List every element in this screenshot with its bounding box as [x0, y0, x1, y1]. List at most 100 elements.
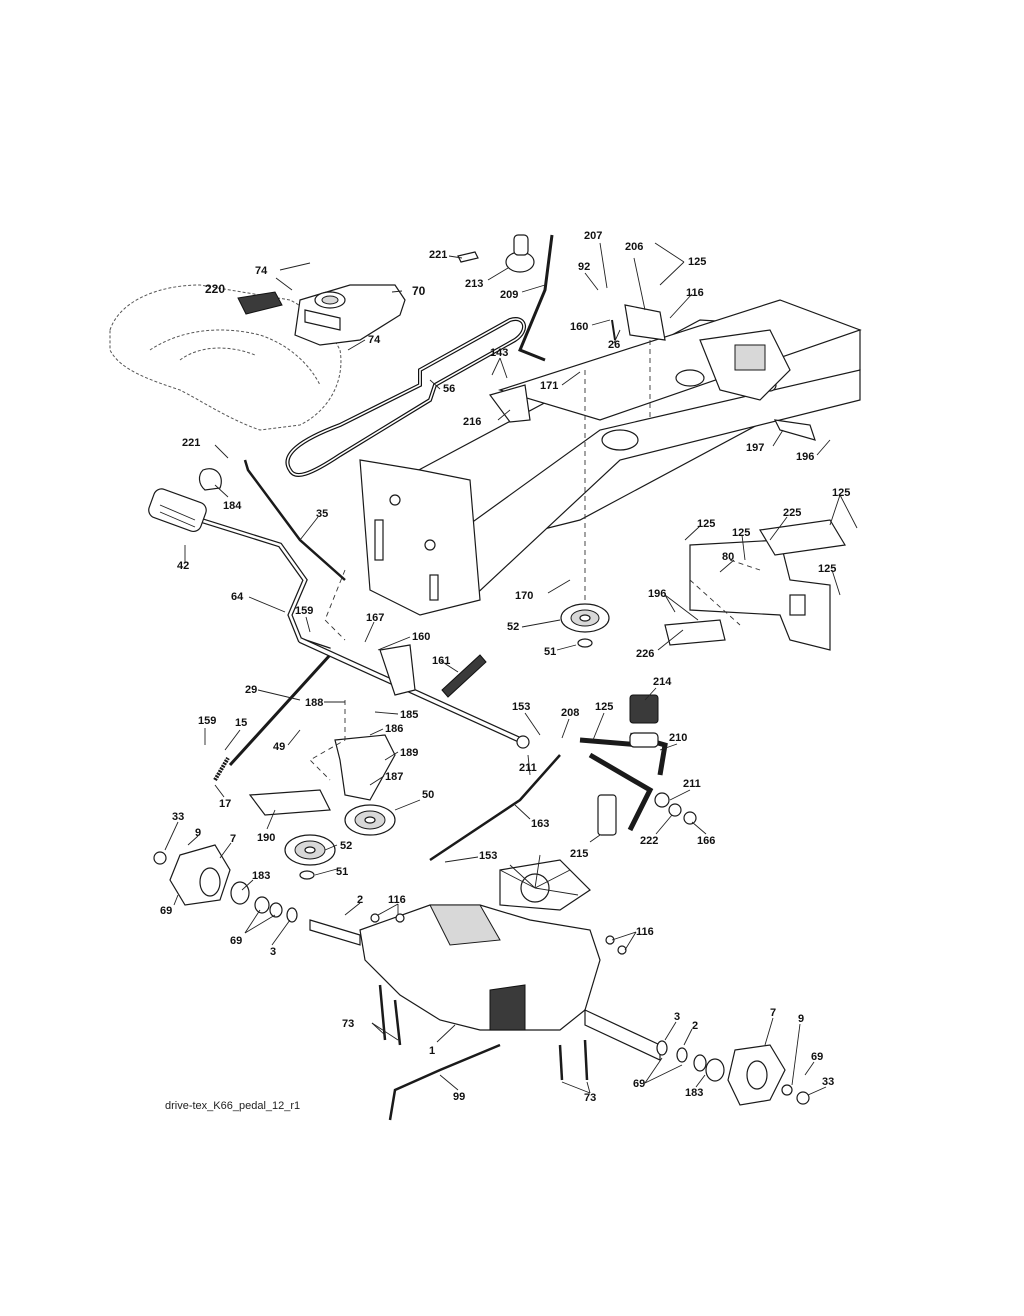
callout-216: 216	[463, 416, 481, 428]
callout-69-d: 69	[633, 1078, 645, 1090]
callout-211-b: 211	[683, 778, 701, 790]
callout-50: 50	[422, 789, 434, 801]
callout-17: 17	[219, 798, 231, 810]
pedal-pad-215	[597, 794, 617, 836]
callout-183-b: 183	[685, 1087, 703, 1099]
callout-166: 166	[697, 835, 715, 847]
drive-belt	[285, 317, 526, 477]
bracket-188	[379, 644, 416, 696]
washer-211	[654, 792, 670, 808]
pedal-pad-214	[629, 694, 659, 724]
callout-125-c: 125	[697, 518, 715, 530]
callout-214: 214	[653, 676, 672, 688]
callout-226: 226	[636, 648, 654, 660]
shift-console	[294, 284, 406, 346]
callout-189: 189	[400, 747, 418, 759]
callout-209: 209	[500, 289, 518, 301]
callout-69-c: 69	[811, 1051, 823, 1063]
callout-116-c: 116	[636, 926, 654, 938]
leader-lines	[164, 242, 858, 1096]
callout-170: 170	[515, 590, 533, 602]
pulley-50	[344, 804, 396, 836]
callout-160-b: 160	[412, 631, 430, 643]
callout-51: 51	[544, 646, 556, 658]
bracket-190	[248, 789, 331, 816]
grip-42	[148, 488, 207, 533]
callout-7: 7	[230, 833, 236, 845]
callout-167: 167	[366, 612, 384, 624]
callout-51-b: 51	[336, 866, 348, 878]
rod-99	[388, 1043, 501, 1121]
bracket-80	[664, 519, 846, 651]
callout-52: 52	[507, 621, 519, 633]
pulley-52-upper	[560, 603, 610, 648]
callout-29: 29	[245, 684, 257, 696]
spring-161	[441, 654, 487, 698]
callout-1: 1	[429, 1045, 435, 1057]
washer-166	[683, 811, 697, 825]
callout-3-b: 3	[674, 1011, 680, 1023]
decal-220	[237, 291, 283, 315]
callout-92: 92	[578, 261, 590, 273]
callout-196: 196	[796, 451, 814, 463]
callout-215: 215	[570, 848, 588, 860]
callout-197: 197	[746, 442, 764, 454]
main-frame	[359, 299, 862, 616]
callout-125: 125	[688, 256, 706, 268]
callout-52-b: 52	[340, 840, 352, 852]
callout-187: 187	[385, 771, 403, 783]
callout-210: 210	[669, 732, 687, 744]
diagram-id: drive-tex_K66_pedal_12_r1	[165, 1100, 301, 1112]
bracket-206	[624, 304, 666, 341]
callout-221b: 221	[182, 437, 200, 449]
callout-222: 222	[640, 835, 658, 847]
callout-69: 69	[160, 905, 172, 917]
callout-208: 208	[561, 707, 579, 719]
callout-190: 190	[257, 832, 275, 844]
callout-2: 2	[357, 894, 363, 906]
spring-26	[611, 319, 616, 341]
hub-right	[656, 1040, 810, 1106]
callout-161: 161	[432, 655, 450, 667]
callout-64: 64	[231, 591, 244, 603]
callout-69-b: 69	[230, 935, 242, 947]
knob-184	[198, 468, 222, 491]
callout-183: 183	[252, 870, 270, 882]
callout-196-b: 196	[648, 588, 666, 600]
callout-185: 185	[400, 709, 418, 721]
callout-9-b: 9	[798, 1013, 804, 1025]
transaxle	[309, 854, 661, 1081]
clip-221-top	[457, 251, 479, 263]
callout-184: 184	[223, 500, 242, 512]
callout-221: 221	[429, 249, 447, 261]
callout-211: 211	[519, 762, 537, 774]
callout-3: 3	[270, 946, 276, 958]
callout-35: 35	[316, 508, 328, 520]
pedal-grip-210	[629, 732, 659, 748]
callout-42: 42	[177, 560, 189, 572]
callout-163: 163	[531, 818, 549, 830]
callout-213: 213	[465, 278, 483, 290]
callout-153: 153	[512, 701, 530, 713]
lever-197	[773, 419, 816, 441]
callout-73: 73	[342, 1018, 354, 1030]
pulley-52-lower	[284, 834, 336, 880]
idler-arm-189	[334, 734, 396, 801]
callout-159: 159	[295, 605, 313, 617]
spring-17	[213, 756, 230, 782]
knob-top-213	[513, 234, 529, 256]
callout-143: 143	[490, 347, 508, 359]
callout-153-b: 153	[479, 850, 497, 862]
callout-186: 186	[385, 723, 403, 735]
callout-9: 9	[195, 827, 201, 839]
callout-220: 220	[205, 282, 225, 296]
callout-33: 33	[172, 811, 184, 823]
callout-125-b: 125	[832, 487, 850, 499]
hub-left	[153, 844, 298, 923]
callout-26: 26	[608, 339, 620, 351]
callout-225: 225	[783, 507, 801, 519]
callout-49: 49	[273, 741, 285, 753]
washer-211-left	[516, 735, 530, 749]
callout-73-b: 73	[584, 1092, 596, 1104]
